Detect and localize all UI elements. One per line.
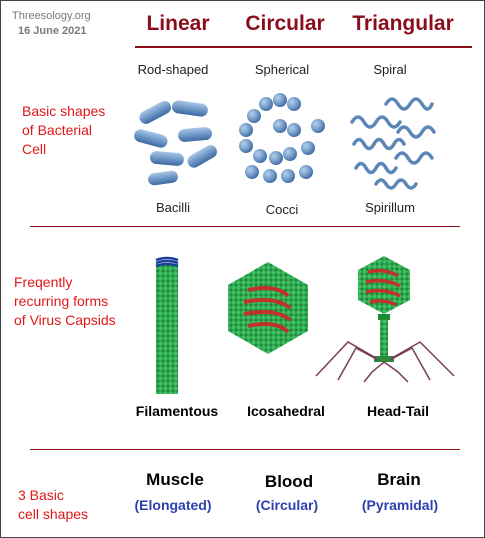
spiral-bacterium [350, 97, 436, 190]
bacteria-name-spirillum: Spirillum [365, 200, 415, 215]
bacteria-name-cocci: Cocci [265, 202, 299, 217]
phage-collar [378, 314, 390, 320]
cell-type-elongated: (Elongated) [134, 497, 212, 513]
bacteria-name-bacilli: Bacilli [156, 200, 190, 215]
coccus-cluster [239, 93, 325, 183]
source-credit: Threesology.org [12, 10, 91, 22]
bacteria-row-label-line: of Bacterial [22, 122, 93, 138]
cell-name-muscle: Muscle [146, 470, 204, 489]
cells-row-label-line: cell shapes [18, 506, 89, 522]
virus-row-label-line: recurring forms [14, 293, 109, 309]
heading-underline [135, 46, 472, 48]
row-separator [30, 449, 460, 450]
icosahedron-shell [228, 262, 308, 354]
head-tail-phage-illustration [315, 256, 455, 383]
cocci-illustration [239, 93, 325, 183]
virus-row-label-line: Freqently [14, 274, 73, 290]
virus-row-label: Freqently recurring forms of Virus Capsi… [14, 273, 116, 330]
phage-baseplate [374, 356, 394, 362]
date-stamp: 16 June 2021 [18, 25, 87, 37]
shape-label-rod: Rod-shaped [137, 62, 209, 77]
filament-rna-coil [155, 256, 179, 268]
bacilli-illustration [134, 100, 217, 186]
bacteria-row-label: Basic shapes of Bacterial Cell [22, 102, 105, 159]
column-heading-triangular: Triangular [352, 12, 454, 35]
phage-tail-fibers [315, 341, 455, 383]
phage-genome [365, 268, 401, 307]
cell-name-brain: Brain [377, 470, 421, 489]
column-heading-linear: Linear [146, 12, 210, 35]
spirillum-illustration [350, 97, 436, 190]
icosahedron-genome [243, 286, 292, 334]
cell-type-circular: (Circular) [255, 497, 319, 513]
cell-type-pyramidal: (Pyramidal) [361, 497, 439, 513]
phage-tail [380, 320, 388, 358]
bacteria-row-label-line: Cell [22, 141, 47, 157]
rod-bacterium [134, 100, 217, 186]
capsid-label-icosahedral: Icosahedral [247, 403, 325, 419]
capsid-label-head-tail: Head-Tail [367, 403, 429, 419]
cell-name-blood: Blood [264, 472, 314, 491]
icosahedral-capsid-illustration [228, 262, 308, 354]
cells-row-label-line: 3 Basic [18, 487, 64, 503]
capsid-label-filamentous: Filamentous [135, 403, 219, 419]
column-heading-circular: Circular [245, 12, 325, 35]
row-separator [30, 226, 460, 227]
shape-label-spherical: Spherical [254, 62, 310, 77]
virus-row-label-line: of Virus Capsids [14, 312, 116, 328]
bacteria-row-label-line: Basic shapes [22, 103, 106, 119]
phage-head [358, 256, 410, 314]
filamentous-capsid-illustration [155, 256, 179, 394]
cells-row-label: 3 Basic cell shapes [18, 486, 88, 524]
filament-body [156, 264, 178, 394]
shape-label-spiral: Spiral [373, 62, 407, 77]
